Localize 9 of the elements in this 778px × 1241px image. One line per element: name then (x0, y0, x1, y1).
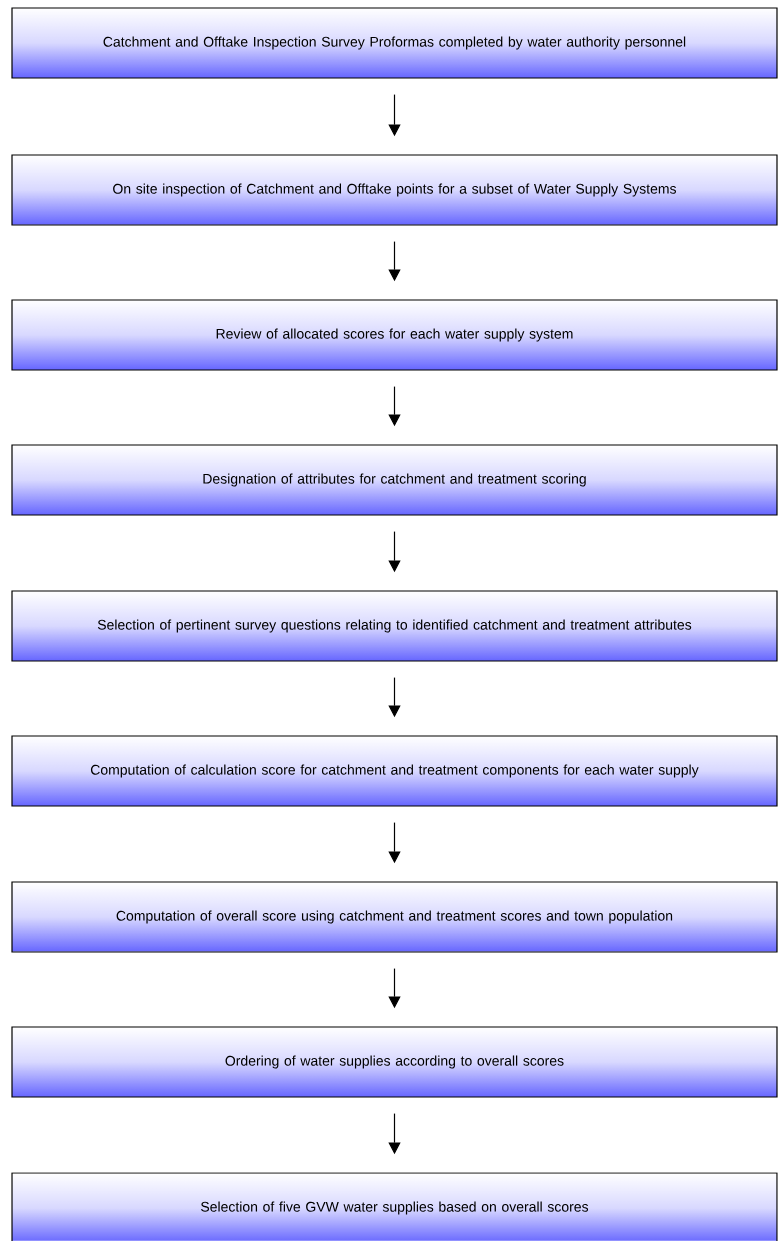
process-box: Catchment and Offtake Inspection Survey Proformas completed by water authority personnel (11, 7, 778, 79)
process-box: On site inspection of Catchment and Offtake points for a subset of Water Supply Systems (11, 154, 778, 226)
process-box: Selection of five GVW water supplies based on overall scores (11, 1172, 778, 1241)
process-box: Computation of overall score using catchment and treatment scores and town population (11, 881, 778, 953)
process-box: Computation of calculation score for catchment and treatment components for each water supply (11, 735, 778, 807)
process-box: Designation of attributes for catchment and treatment scoring (11, 444, 778, 516)
process-box: Selection of pertinent survey questions relating to identified catchment and treatment attributes (11, 590, 778, 662)
process-box: Review of allocated scores for each water supply system (11, 299, 778, 371)
process-box: Ordering of water supplies according to overall scores (11, 1026, 778, 1098)
